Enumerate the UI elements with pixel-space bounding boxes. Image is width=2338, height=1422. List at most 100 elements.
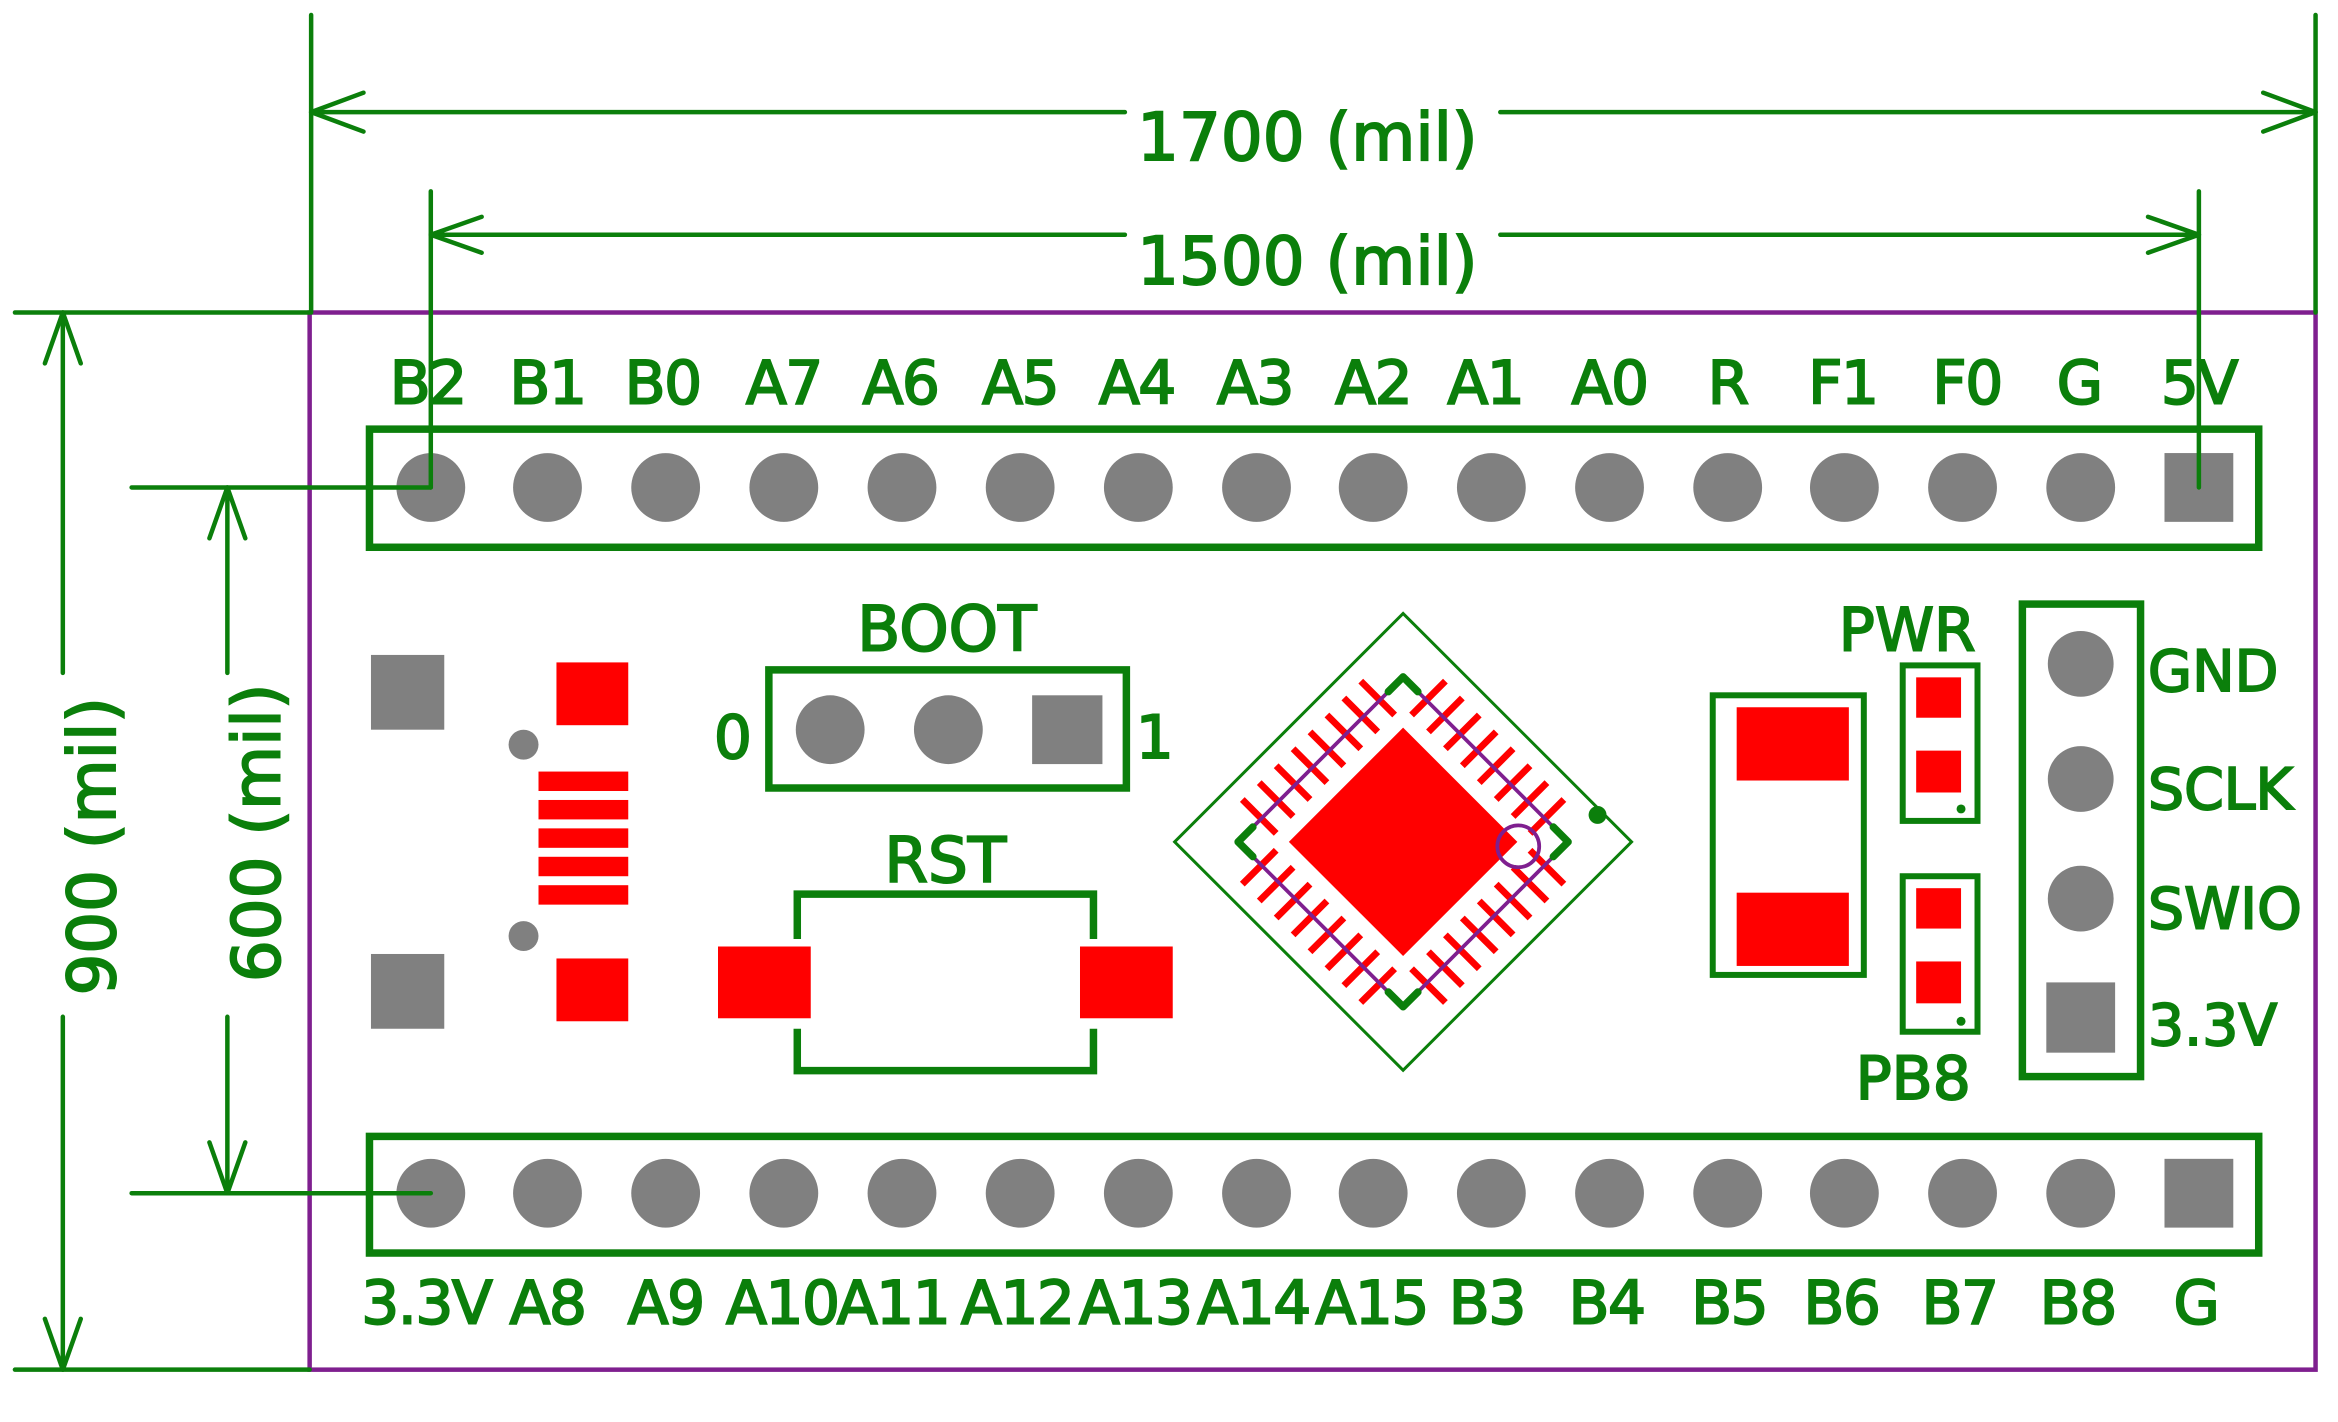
mcu-pin bbox=[1443, 932, 1482, 972]
mcu-pin bbox=[1426, 949, 1465, 989]
top-header-pads bbox=[396, 453, 2234, 522]
bottom-header-pin-label: B4 bbox=[1568, 1268, 1644, 1338]
bottom-header-pin-label: G bbox=[2173, 1268, 2218, 1338]
swd-pin-swio bbox=[2047, 865, 2114, 932]
bottom-header-round-pad bbox=[1693, 1158, 1763, 1228]
smd-component-pad-bottom bbox=[1736, 892, 1849, 966]
top-header-pin-label: A7 bbox=[746, 349, 822, 419]
power-led-outline bbox=[1899, 662, 1981, 824]
boot-pin-common bbox=[913, 695, 983, 765]
dimension-header-row-spacing: 600 (mil) bbox=[129, 485, 434, 1196]
bottom-header-pin-label: A13 bbox=[1079, 1268, 1192, 1338]
arrowhead bbox=[42, 1316, 84, 1372]
swd-label: GND bbox=[2148, 639, 2278, 705]
power-led: PWR bbox=[1838, 594, 1981, 824]
bottom-header-round-pad bbox=[1809, 1158, 1879, 1228]
power-led-pad bbox=[1916, 677, 1962, 718]
mcu-pin bbox=[1443, 712, 1482, 752]
bottom-header-round-pad bbox=[749, 1158, 819, 1228]
usb-shield-pad-top bbox=[370, 654, 445, 730]
arrowhead bbox=[207, 485, 248, 541]
bottom-header-round-pad bbox=[513, 1158, 582, 1228]
arrowhead bbox=[207, 1140, 248, 1196]
swd-header: GND SCLK SWIO 3.3V bbox=[2018, 600, 2303, 1081]
smd-component bbox=[1709, 692, 1867, 978]
mcu-pin bbox=[1476, 746, 1516, 786]
reset-title: RST bbox=[884, 824, 1007, 897]
mcu-pin bbox=[1493, 881, 1533, 921]
top-header-pin-label: G bbox=[2057, 349, 2102, 419]
dimension-label: 1500 (mil) bbox=[1137, 223, 1477, 300]
mcu-pin bbox=[1341, 695, 1381, 735]
top-header-round-pad bbox=[1338, 453, 1408, 522]
mcu-pin bbox=[1239, 847, 1279, 887]
top-header-round-pad bbox=[631, 453, 701, 522]
top-header-round-pad bbox=[1575, 453, 1644, 522]
usb-signal-pad bbox=[538, 771, 629, 791]
usb-shield-pad-bottom bbox=[370, 953, 445, 1029]
swd-header-outline bbox=[2018, 600, 2145, 1081]
mcu-corner-mark bbox=[1384, 673, 1422, 696]
mcu-pin bbox=[1324, 712, 1364, 752]
mcu-pin bbox=[1527, 797, 1567, 836]
mcu-pin bbox=[1459, 729, 1499, 769]
mcu-pin bbox=[1341, 949, 1381, 989]
top-header-round-pad bbox=[513, 453, 582, 522]
top-header-round-pad bbox=[867, 453, 937, 522]
arrowhead bbox=[428, 214, 484, 255]
mcu-body-outline bbox=[1235, 674, 1571, 1010]
smd-component-outline bbox=[1709, 692, 1867, 978]
boot-jumper: BOOT 0 1 bbox=[713, 591, 1175, 792]
mcu-pin bbox=[1358, 966, 1398, 1005]
bottom-header-round-pad bbox=[867, 1158, 937, 1228]
smd-component-pad-top bbox=[1736, 707, 1849, 781]
mcu-pins bbox=[1239, 678, 1567, 1005]
mcu-pin bbox=[1510, 780, 1550, 819]
top-header-pin-label: B0 bbox=[625, 349, 701, 419]
top-header-pin-label: B2 bbox=[390, 349, 466, 419]
mcu-corner-mark bbox=[1384, 988, 1422, 1011]
top-header-round-pad bbox=[2046, 453, 2116, 522]
bottom-header-round-pad bbox=[1338, 1158, 1408, 1228]
top-header-pin-label: F1 bbox=[1808, 349, 1877, 419]
usb-mount-pad-top bbox=[556, 662, 629, 726]
bottom-header-round-pad bbox=[985, 1158, 1055, 1228]
top-header-pin-label: A6 bbox=[862, 349, 938, 419]
usb-locating-hole-top bbox=[508, 729, 539, 760]
top-header-pin-label: A5 bbox=[982, 349, 1058, 419]
bottom-header-pin-label: B7 bbox=[1921, 1268, 1997, 1338]
bottom-header-round-pad bbox=[1103, 1158, 1173, 1228]
boot-pin-1 bbox=[1032, 695, 1103, 765]
mcu-thermal-pad bbox=[1288, 727, 1518, 957]
mcu-courtyard bbox=[1172, 611, 1634, 1073]
mcu-pin bbox=[1476, 898, 1516, 938]
user-led-label: PB8 bbox=[1856, 1044, 1971, 1114]
bottom-header-round-pad bbox=[631, 1158, 701, 1228]
mcu-pin bbox=[1409, 966, 1448, 1005]
top-header-pin-label: A3 bbox=[1217, 349, 1293, 419]
bottom-header-pin-label: A10 bbox=[726, 1268, 839, 1338]
arrowhead bbox=[2145, 214, 2202, 255]
top-header-round-pad bbox=[1456, 453, 1526, 522]
mcu-pin bbox=[1307, 915, 1347, 955]
top-header-round-pad bbox=[1928, 453, 1997, 522]
usb-signal-pad bbox=[538, 885, 629, 905]
mcu-pin bbox=[1290, 898, 1330, 938]
swd-pin-gnd bbox=[2047, 631, 2114, 697]
dimension-board-height: 900 (mil) bbox=[12, 310, 312, 1372]
swd-label: SCLK bbox=[2148, 757, 2294, 823]
mcu-pin bbox=[1273, 881, 1313, 921]
usb-mount-pad-bottom bbox=[556, 958, 629, 1022]
mcu-pin bbox=[1493, 763, 1533, 802]
top-header-round-pad bbox=[1222, 453, 1291, 522]
boot-label-0: 0 bbox=[714, 703, 752, 773]
swd-label: 3.3V bbox=[2148, 993, 2277, 1059]
bottom-header-pin-label: A8 bbox=[509, 1268, 585, 1338]
bottom-header-pin-label: B5 bbox=[1691, 1268, 1767, 1338]
boot-label-1: 1 bbox=[1136, 703, 1174, 773]
mcu-pin bbox=[1290, 746, 1330, 786]
mcu-pin bbox=[1358, 678, 1398, 718]
